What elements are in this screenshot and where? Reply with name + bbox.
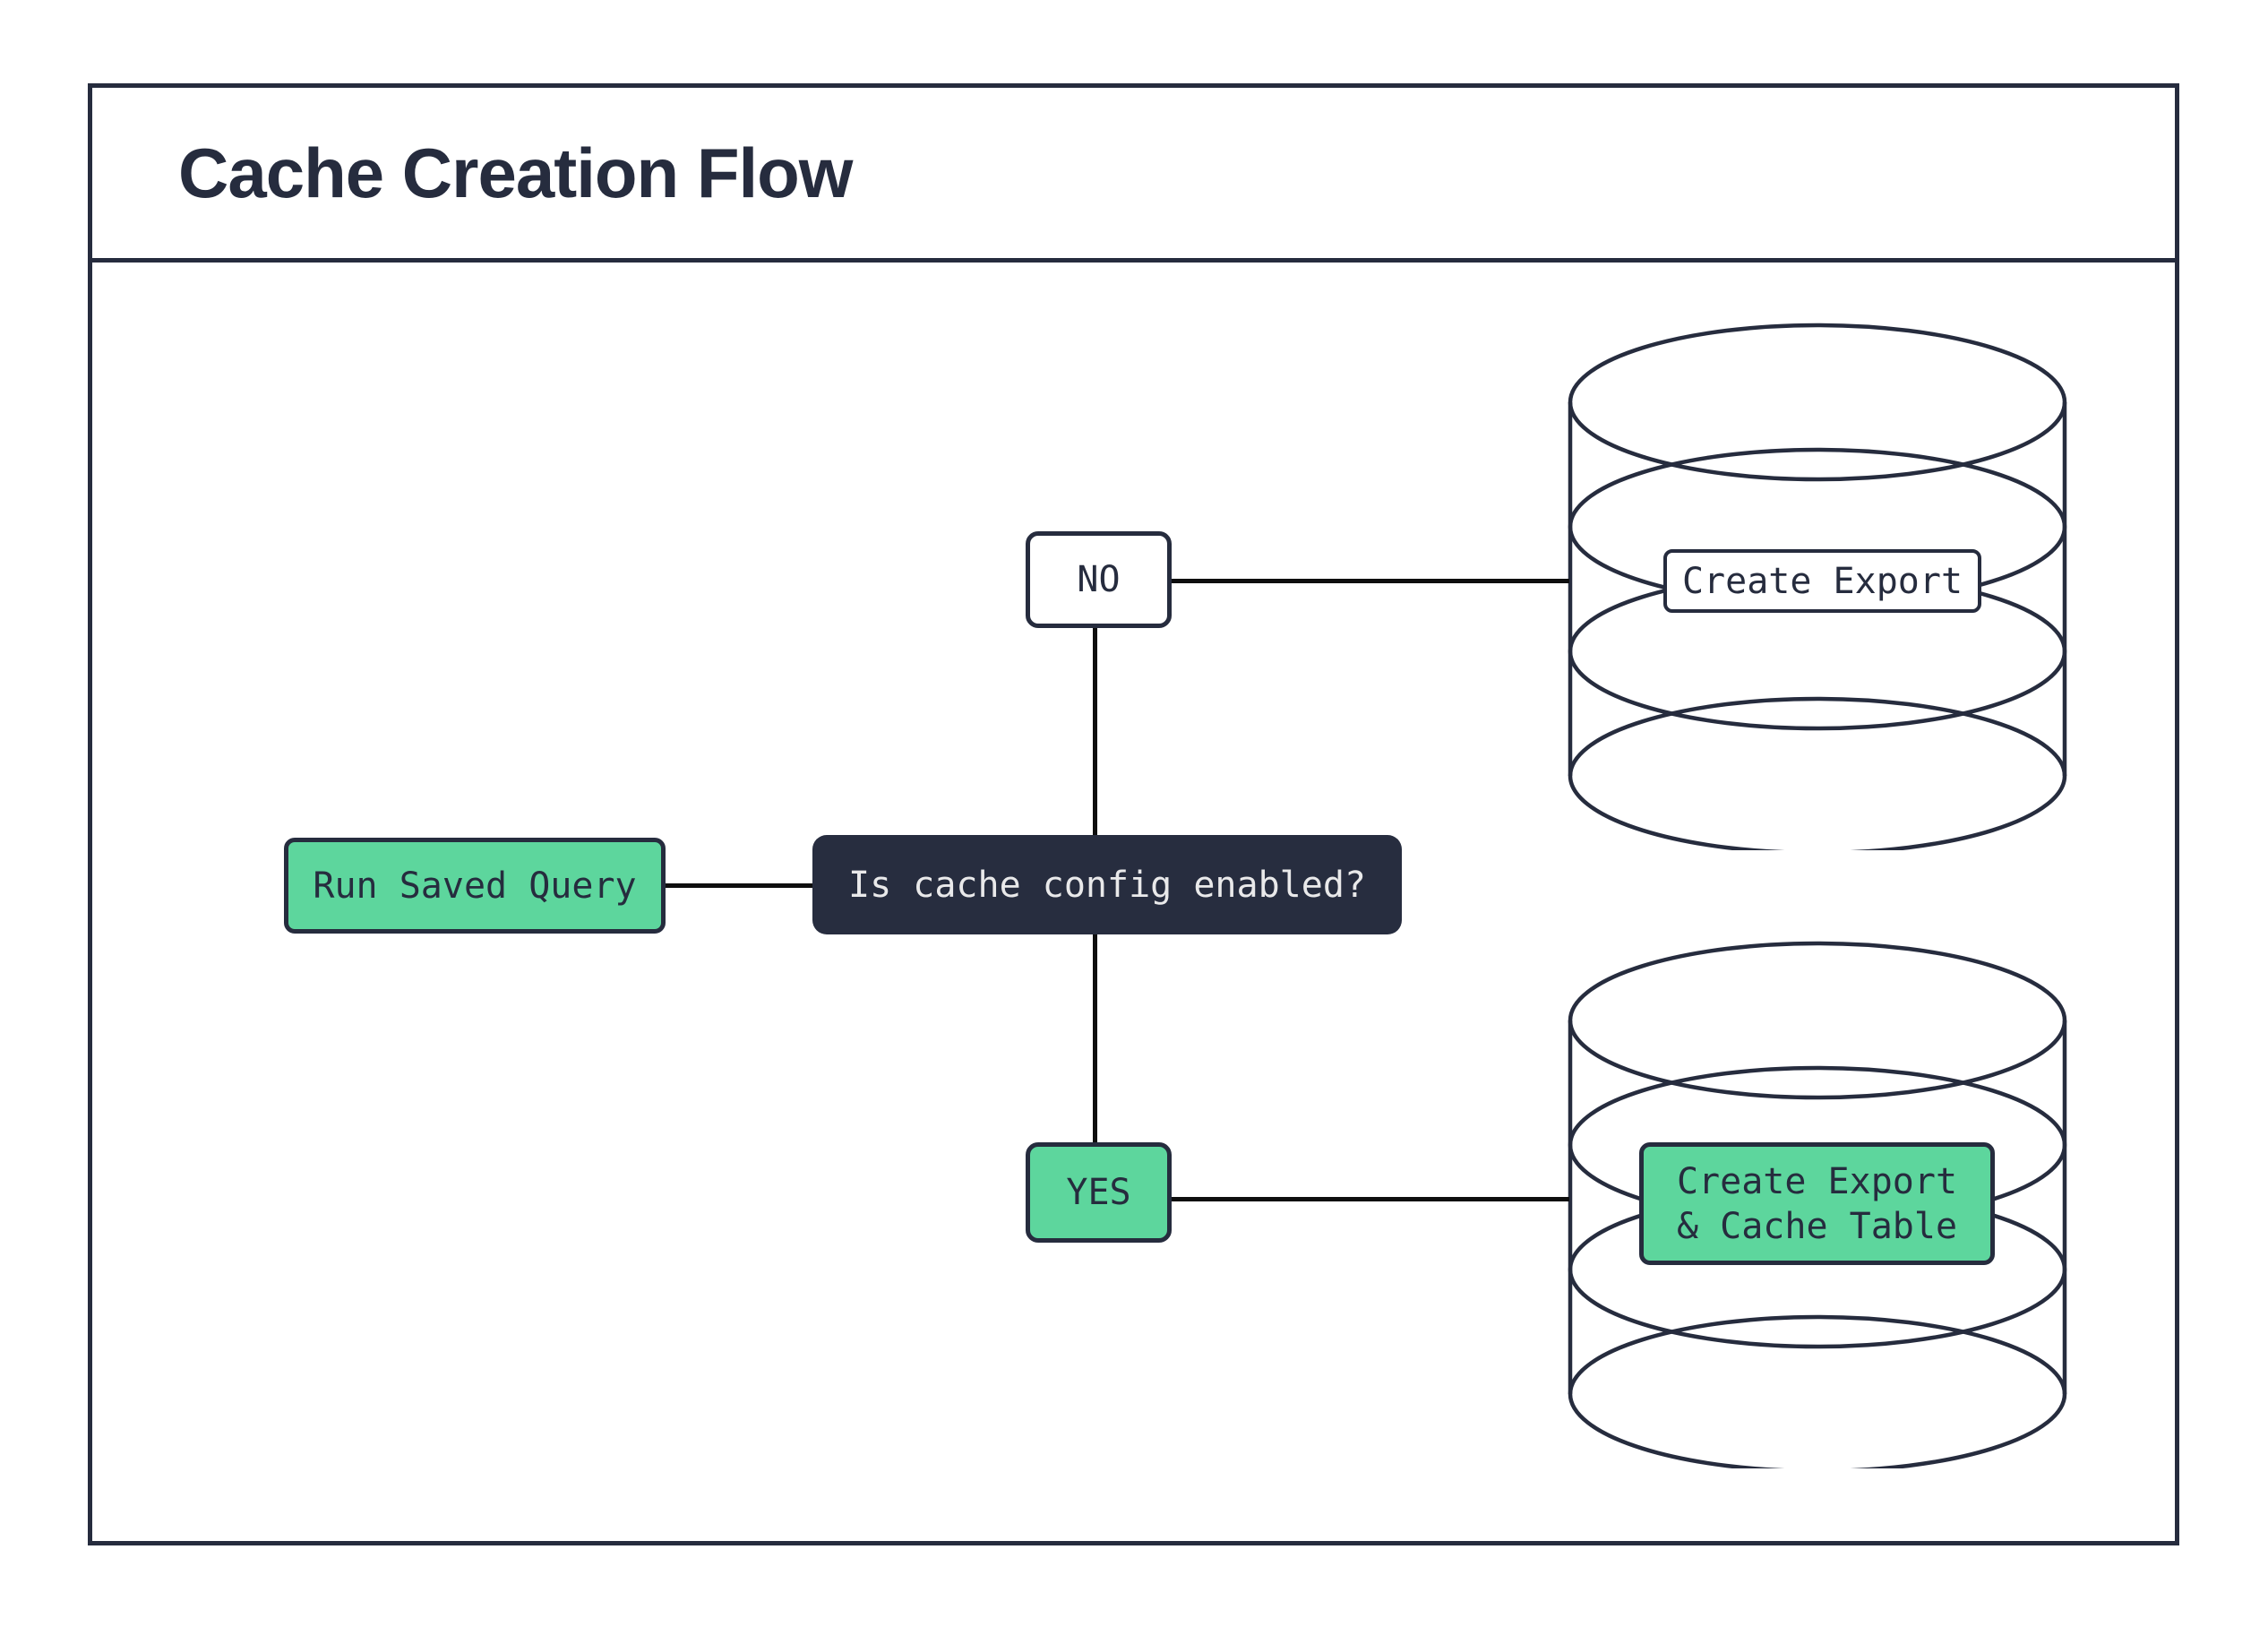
outcome-yes-label-line2: & Cache Table — [1676, 1205, 1958, 1247]
connector-yes-to-database — [1172, 1197, 1569, 1201]
branch-node-yes: YES — [1026, 1142, 1172, 1243]
branch-no-label: NO — [1077, 559, 1121, 600]
decision-node-cache-config: Is cache config enabled? — [812, 835, 1402, 934]
decision-node-label: Is cache config enabled? — [848, 864, 1366, 906]
outcome-yes-label-line1: Create Export — [1676, 1160, 1958, 1202]
database-icon — [1568, 941, 2067, 1468]
outcome-no-label: Create Export — [1681, 560, 1963, 602]
branch-yes-label: YES — [1066, 1172, 1131, 1213]
page-title: Cache Creation Flow — [178, 133, 853, 212]
outcome-label-create-export: Create Export — [1663, 549, 1981, 613]
start-node-label: Run Saved Query — [313, 865, 637, 907]
connector-no-to-decision — [1093, 628, 1097, 835]
branch-node-no: NO — [1026, 531, 1172, 628]
connector-no-to-database — [1172, 579, 1569, 583]
outcome-label-create-export-cache-table: Create Export & Cache Table — [1639, 1142, 1995, 1265]
diagram-header: Cache Creation Flow — [88, 83, 2179, 263]
start-node-run-saved-query: Run Saved Query — [284, 838, 666, 934]
connector-start-to-decision — [666, 883, 812, 888]
connector-decision-to-yes — [1093, 934, 1097, 1142]
